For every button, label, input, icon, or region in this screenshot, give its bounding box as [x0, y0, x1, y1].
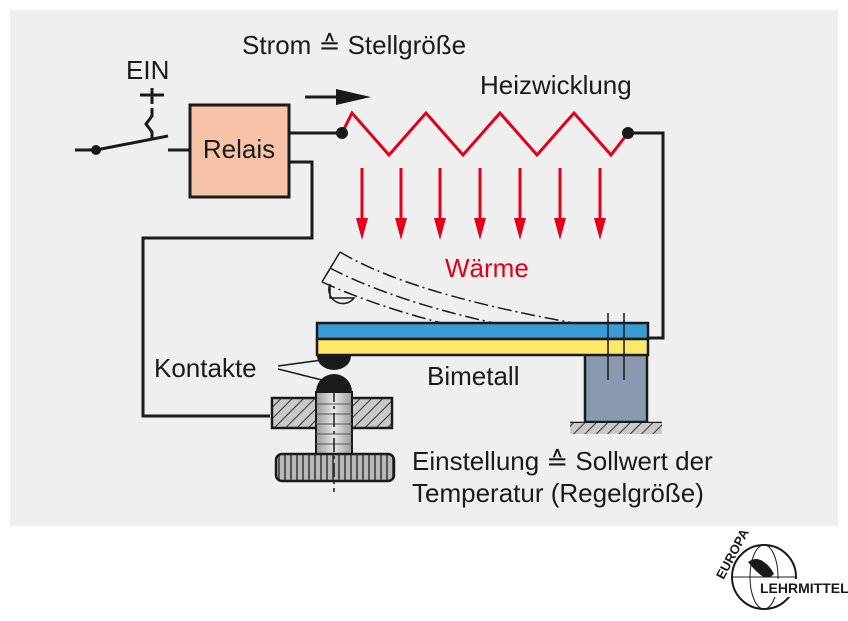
bimetal-layer-bottom [315, 337, 650, 357]
strom-label: Strom ≙ Stellgröße [242, 30, 466, 60]
einstellung-label-line1: Einstellung ≙ Sollwert der [412, 446, 713, 476]
ein-label: EIN [126, 55, 169, 85]
einstellung-label-line2: Temperatur (Regelgröße) [412, 478, 704, 508]
kontakte-label: Kontakte [154, 353, 257, 383]
heating-coil [340, 110, 630, 158]
coil-terminal-left [336, 127, 348, 139]
relay-box [188, 103, 291, 199]
wire-coil-bimetal [628, 131, 665, 340]
europa-lehrmittel-logo: EUROPA LEHRMITTEL [713, 526, 848, 610]
relais-label: Relais [203, 134, 275, 164]
contact-upper [317, 356, 351, 370]
bimetal-deflected-tip [321, 251, 341, 283]
adjusting-knob [274, 452, 396, 483]
contact-lower [316, 374, 352, 392]
heizwicklung-label: Heizwicklung [480, 70, 632, 100]
logo-lehrmittel-text: LEHRMITTEL [760, 580, 848, 596]
waerme-label: Wärme [445, 253, 529, 283]
switch-ein [75, 88, 190, 155]
coil-terminal-right [622, 127, 634, 139]
heat-arrows [356, 168, 606, 240]
wire-relay-contact [141, 160, 314, 418]
kontakte-pointer-upper [277, 359, 323, 367]
bimetal-layer-top [315, 321, 650, 341]
ground-hatch [570, 423, 662, 434]
current-arrow [305, 89, 371, 105]
kontakte-pointer-lower [277, 368, 323, 381]
contact-deflected-outline [328, 283, 356, 305]
bimetall-label: Bimetall [427, 361, 519, 391]
